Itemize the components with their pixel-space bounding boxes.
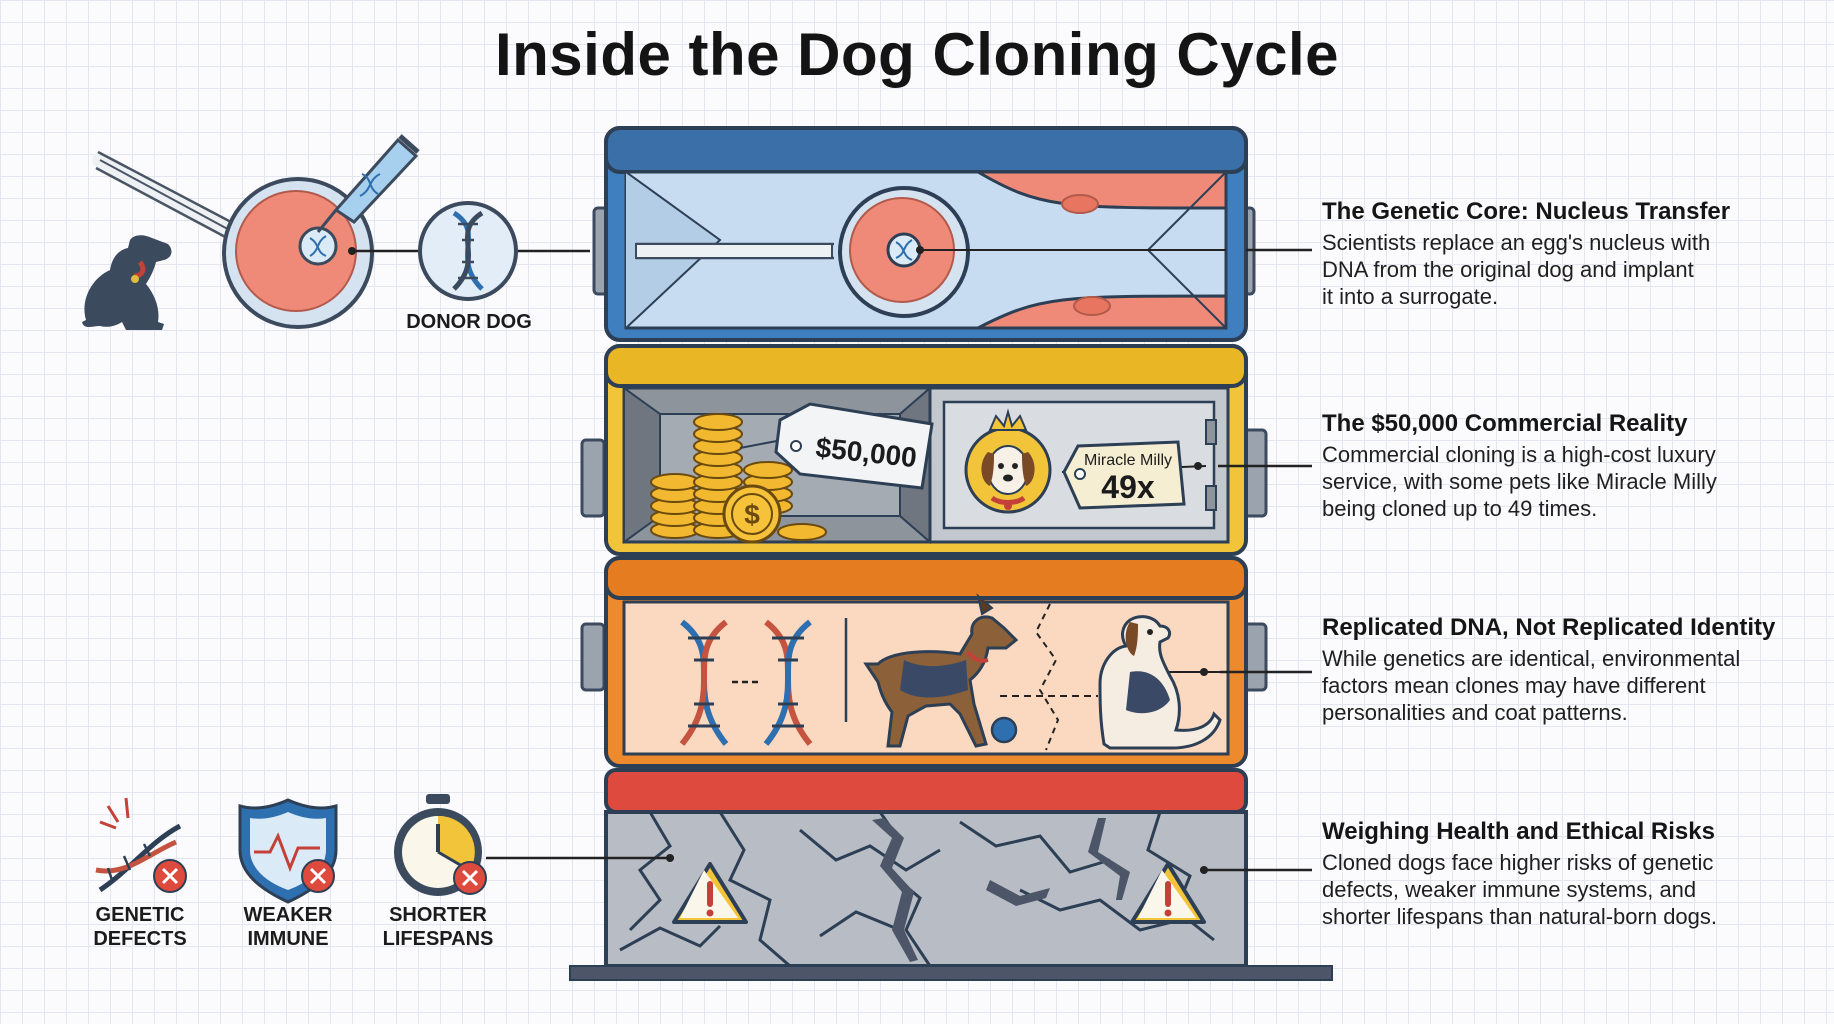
risk-label-line1: GENETIC [95,904,185,926]
micropipette-icon [92,150,256,250]
dna-pair-icon [679,619,813,746]
text-line: Scientists replace an egg's nucleus with [1322,230,1711,255]
text-line: it into a surrogate. [1322,284,1499,309]
risk-label-line2: DEFECTS [93,928,187,950]
injection-needle-icon [316,134,420,233]
risk-label-genetic-defects: GENETIC DEFECTS [70,903,210,951]
text-block-body: Cloned dogs face higher risks of genetic… [1322,849,1792,930]
text-block-body: While genetics are identical, environmen… [1322,645,1822,726]
text-block-heading: The Genetic Core: Nucleus Transfer [1322,198,1731,225]
text-line: shorter lifespans than natural-born dogs… [1322,904,1718,929]
risk-label-line1: SHORTER [389,904,487,926]
warning-triangle-icon [1130,862,1206,924]
coin-stack-icon: $ [650,413,827,544]
text-block-heading: The $50,000 Commercial Reality [1322,410,1688,437]
milly-name-label: Miracle Milly [1084,452,1172,469]
dna-circle-icon [418,201,518,301]
milly-tag: Miracle Milly 49x [1061,440,1207,510]
text-line: personalities and coat patterns. [1322,700,1628,725]
warning-triangle-icon [672,862,748,924]
text-line: being cloned up to 49 times. [1322,496,1598,521]
text-block-nucleus-transfer: The Genetic Core: Nucleus Transfer Scien… [1322,198,1792,310]
text-block-body: Scientists replace an egg's nucleus with… [1322,229,1792,310]
risk-label-shorter-lifespans: SHORTER LIFESPANS [368,903,508,951]
text-line: Commercial cloning is a high-cost luxury [1322,442,1716,467]
text-line: Cloned dogs face higher risks of genetic [1322,850,1714,875]
risk-label-line2: IMMUNE [247,928,329,950]
text-block-body: Commercial cloning is a high-cost luxury… [1322,441,1792,522]
text-block-health-risks: Weighing Health and Ethical Risks Cloned… [1322,818,1792,930]
donor-dog-label: DONOR DOG [406,311,532,333]
text-line: While genetics are identical, environmen… [1322,646,1741,671]
shield-heartbeat-icon [238,798,338,904]
text-block-replicated-dna: Replicated DNA, Not Replicated Identity … [1322,614,1822,726]
text-block-heading: Weighing Health and Ethical Risks [1322,818,1715,845]
risk-label-weaker-immune: WEAKER IMMUNE [218,903,358,951]
svg-text:$: $ [744,499,760,530]
nucleus-transfer-block [592,126,1256,342]
stopwatch-icon [394,794,487,896]
risk-label-line1: WEAKER [243,904,333,926]
text-line: service, with some pets like Miracle Mil… [1322,469,1717,494]
risk-label-line2: LIFESPANS [382,928,494,950]
text-line: defects, weaker immune systems, and [1322,877,1697,902]
dna-broken-icon [95,797,187,893]
text-line: factors mean clones may have different [1322,673,1706,698]
playing-dog-icon [863,593,1019,748]
donor-dog-icon [82,235,172,330]
milly-count-label: 49x [1101,469,1155,505]
text-block-commercial-reality: The $50,000 Commercial Reality Commercia… [1322,410,1792,522]
milly-portrait-icon [964,408,1052,514]
text-line: DNA from the original dog and implant [1322,257,1694,282]
health-risks-block [486,768,1333,981]
sitting-dog-icon [1098,615,1222,750]
text-block-heading: Replicated DNA, Not Replicated Identity [1322,614,1776,641]
price-tag: $50,000 [739,402,934,490]
page-title: Inside the Dog Cloning Cycle [494,21,1340,88]
